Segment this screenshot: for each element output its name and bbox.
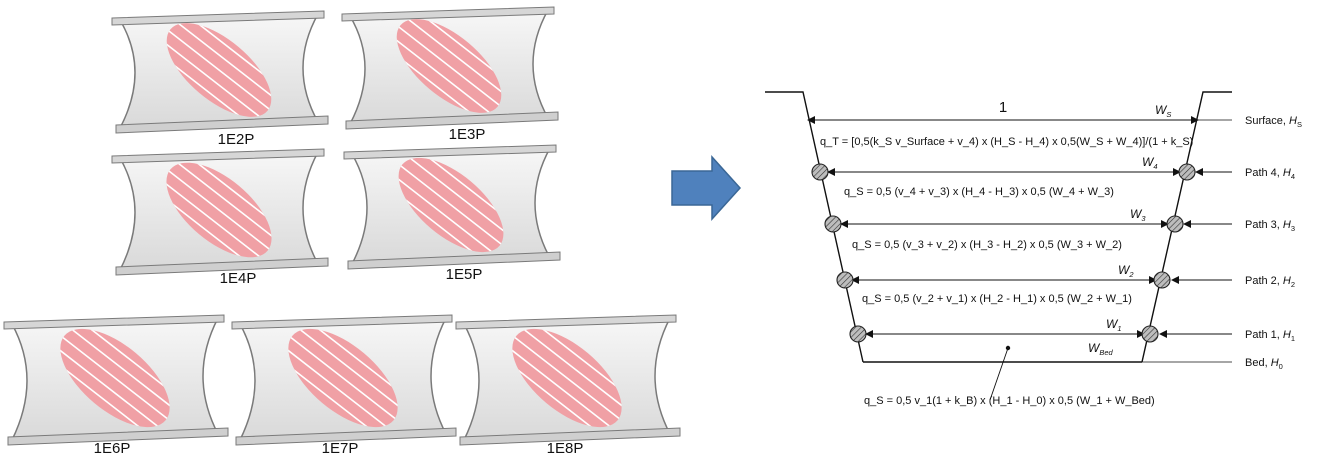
bed-level-label: Bed, H0 bbox=[1245, 357, 1283, 371]
bottom-eq-leader bbox=[989, 347, 1009, 401]
path2-level-label: Path 2, H2 bbox=[1245, 275, 1295, 289]
pipe-top-rim bbox=[343, 144, 557, 160]
transducer-icon bbox=[836, 271, 854, 289]
right-arrow-icon bbox=[671, 155, 742, 221]
equation-path3: q_S = 0,5 (v_3 + v_2) x (H_3 - H_2) x 0,… bbox=[852, 239, 1122, 251]
w3-label: W3 bbox=[1130, 207, 1146, 223]
pipe-group bbox=[3, 2, 681, 446]
pipe-label-1e6p: 1E6P bbox=[94, 440, 131, 457]
pipe-1e8p bbox=[455, 310, 681, 446]
pipe-label-1e3p: 1E3P bbox=[449, 126, 486, 143]
transducer-icon bbox=[1153, 271, 1171, 289]
pipe-bottom-rim bbox=[347, 251, 561, 270]
bed-point bbox=[1005, 345, 1011, 351]
width-number-label: 1 bbox=[999, 99, 1007, 116]
equation-path4: q_S = 0,5 (v_4 + v_3) x (H_4 - H_3) x 0,… bbox=[844, 186, 1114, 198]
transducer-group bbox=[811, 163, 1196, 343]
w1-label: W1 bbox=[1106, 317, 1122, 333]
transducer-icon bbox=[849, 325, 867, 343]
path4-level-label: Path 4, H4 bbox=[1245, 167, 1295, 181]
transducer-icon bbox=[1141, 325, 1159, 343]
pipe-bottom-rim bbox=[115, 257, 329, 276]
pipe-1e5p bbox=[343, 140, 561, 270]
pipe-bottom-rim bbox=[459, 427, 681, 446]
equation-path2: q_S = 0,5 (v_2 + v_1) x (H_2 - H_1) x 0,… bbox=[862, 293, 1132, 305]
equation-surface: q_T = [0,5(k_S v_Surface + v_4) x (H_S -… bbox=[820, 136, 1193, 148]
pipe-label-1e4p: 1E4P bbox=[220, 270, 257, 287]
pipe-bottom-rim bbox=[7, 427, 229, 446]
pipe-1e2p bbox=[111, 6, 329, 134]
right-bank bbox=[1141, 91, 1232, 363]
pipe-1e3p bbox=[341, 2, 559, 130]
pipe-1e7p bbox=[231, 310, 457, 446]
left-bank bbox=[765, 91, 864, 363]
pipe-top-rim bbox=[341, 6, 555, 22]
pipe-bottom-rim bbox=[115, 115, 329, 134]
w4-label: W4 bbox=[1142, 155, 1158, 171]
transducer-icon bbox=[811, 163, 829, 181]
pipe-1e4p bbox=[111, 145, 329, 276]
pipe-top-rim bbox=[3, 314, 225, 330]
path1-level-label: Path 1, H1 bbox=[1245, 329, 1295, 343]
pipe-top-rim bbox=[455, 314, 677, 330]
pipe-label-1e8p: 1E8P bbox=[547, 440, 584, 457]
transducer-icon bbox=[1166, 215, 1184, 233]
transducer-icon bbox=[824, 215, 842, 233]
w2-label: W2 bbox=[1118, 263, 1134, 279]
pipe-top-rim bbox=[111, 148, 325, 164]
pipe-bottom-rim bbox=[345, 111, 559, 130]
surface-level-label: Surface, HS bbox=[1245, 115, 1302, 129]
pipe-label-1e5p: 1E5P bbox=[446, 266, 483, 283]
w-bed-label: WBed bbox=[1088, 341, 1114, 357]
w-surface-label: WS bbox=[1155, 103, 1171, 119]
pipe-top-rim bbox=[231, 314, 453, 330]
pipe-top-rim bbox=[111, 10, 325, 26]
transducer-icon bbox=[1178, 163, 1196, 181]
pipe-label-1e2p: 1E2P bbox=[218, 131, 255, 148]
path3-level-label: Path 3, H3 bbox=[1245, 219, 1295, 233]
pipe-bottom-rim bbox=[235, 427, 457, 446]
pipe-label-1e7p: 1E7P bbox=[322, 440, 359, 457]
equation-bed: q_S = 0,5 v_1(1 + k_B) x (H_1 - H_0) x 0… bbox=[864, 395, 1155, 407]
pipe-1e6p bbox=[3, 310, 229, 446]
